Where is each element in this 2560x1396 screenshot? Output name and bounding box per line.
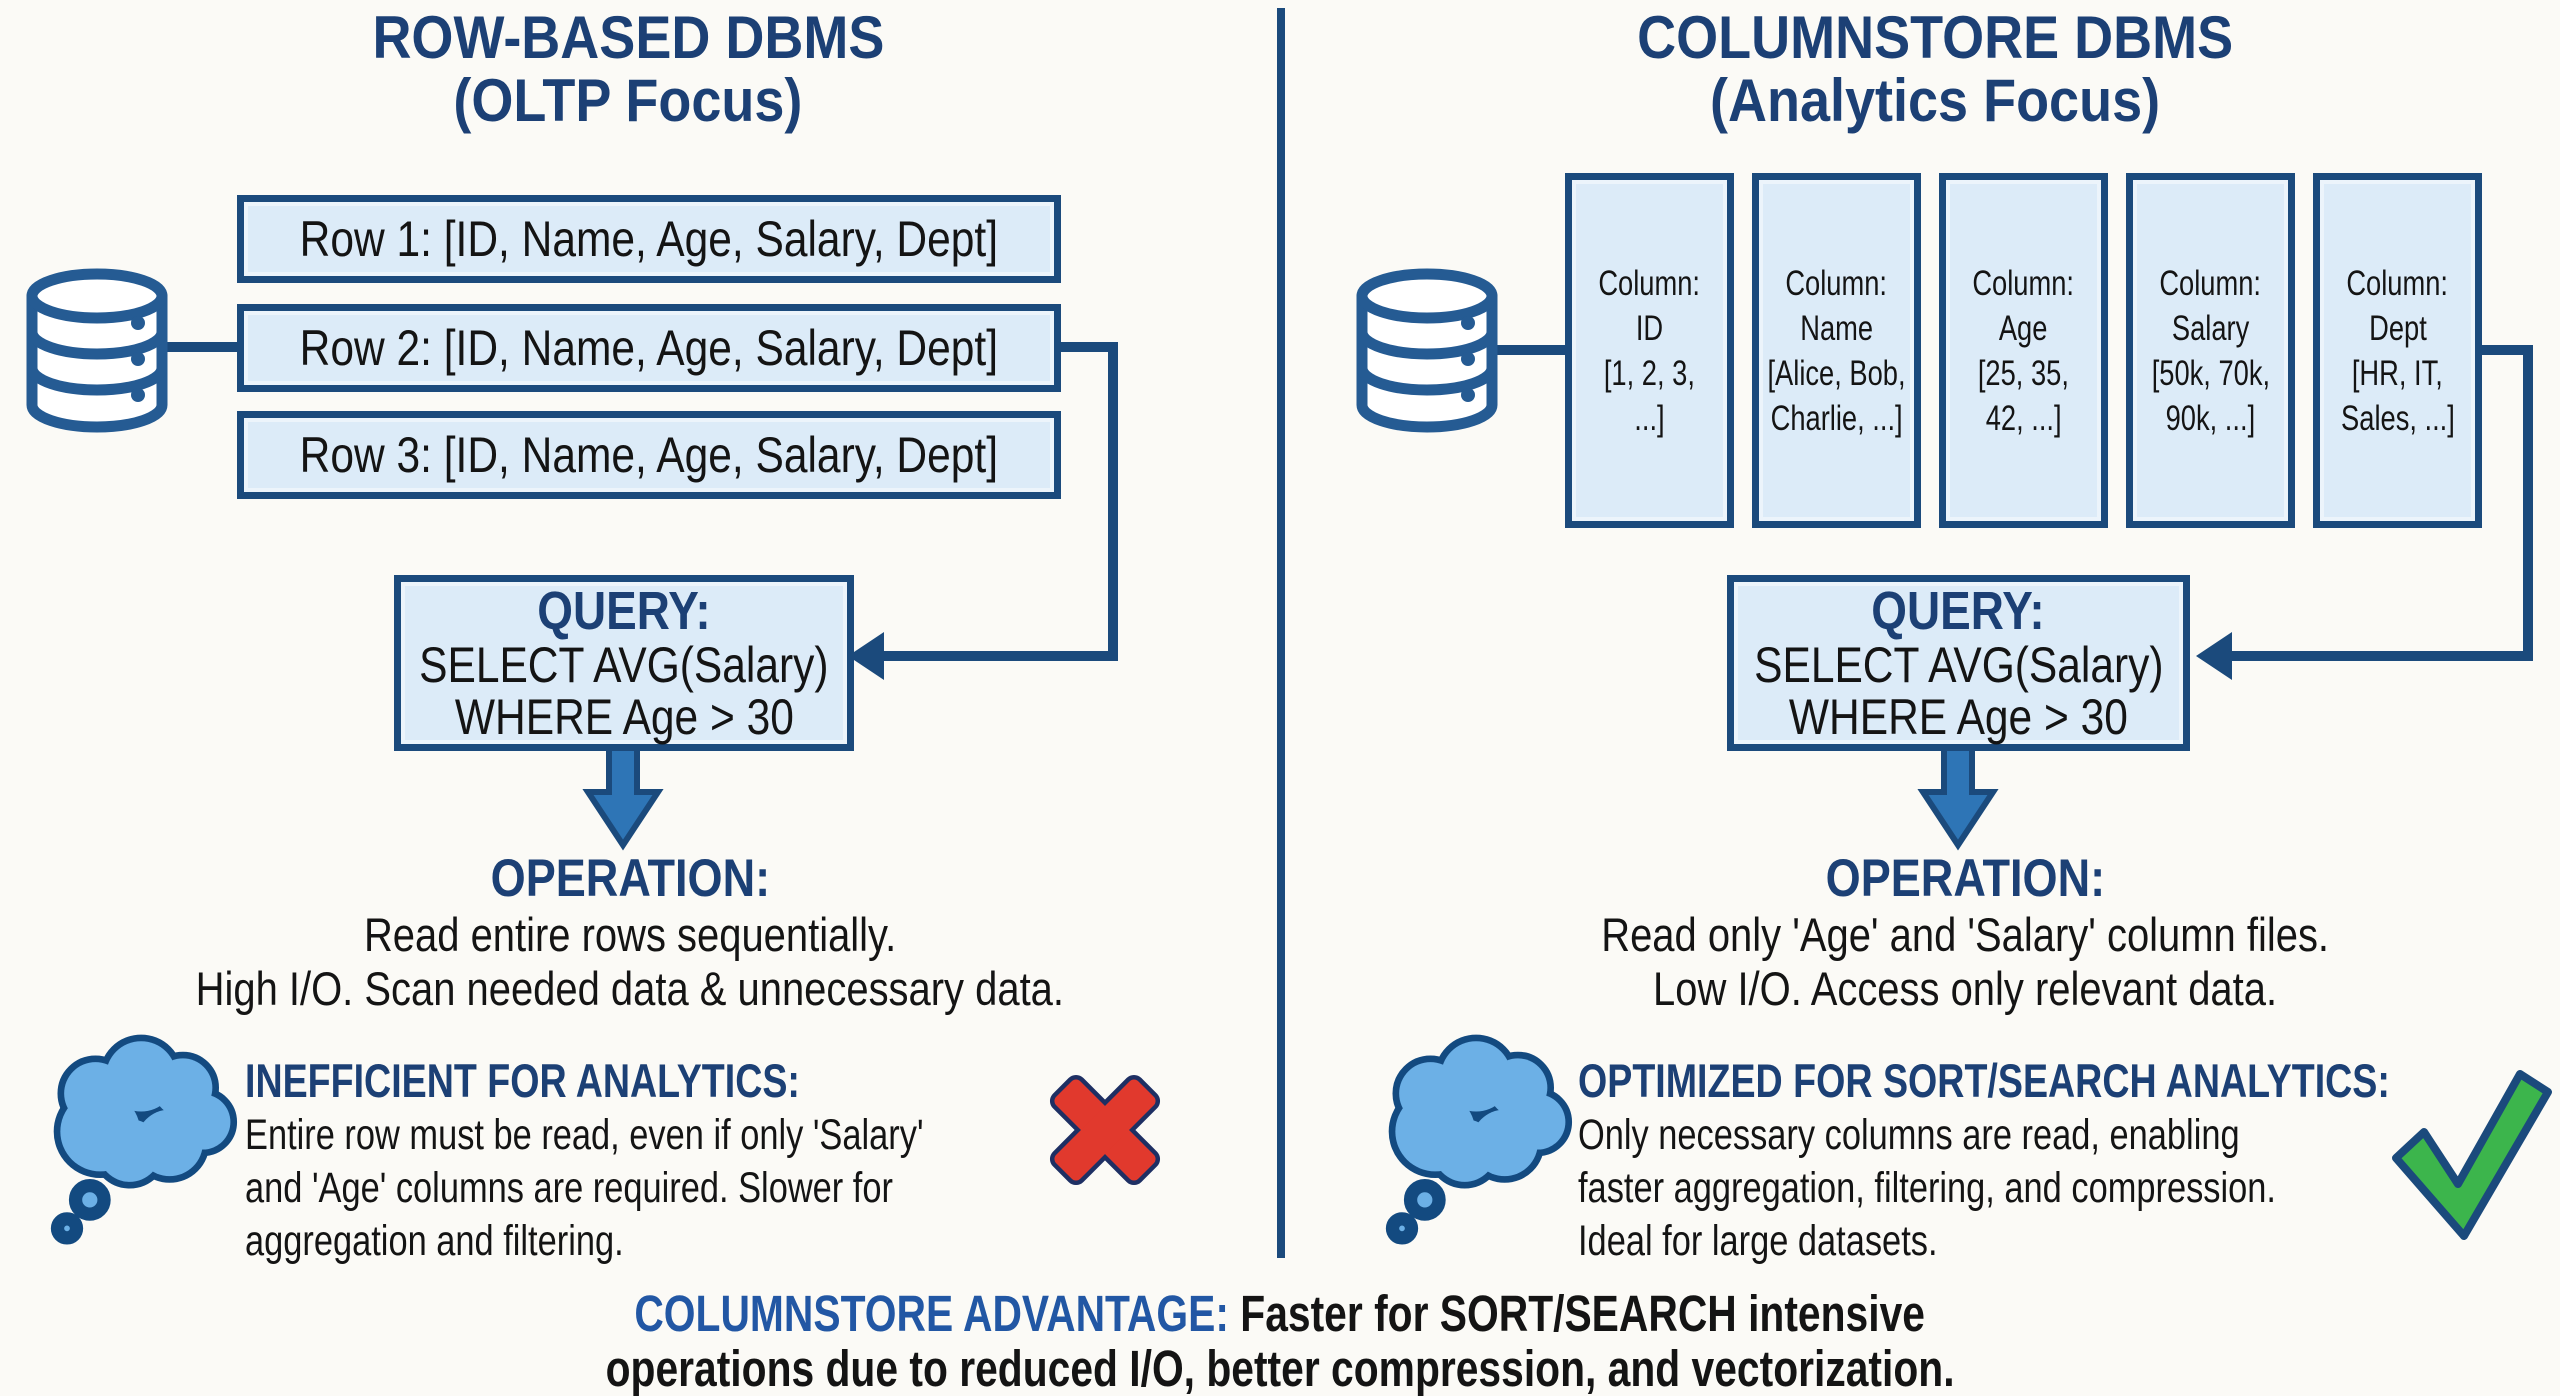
column-salary-line3: [50k, 70k,	[2151, 353, 2270, 393]
row-2-label: Row 2: [ID, Name, Age, Salary, Dept]	[299, 320, 999, 376]
column-name-line3: [Alice, Bob,	[1767, 353, 1906, 393]
left-verdict-line1: Entire row must be read, even if only 'S…	[245, 1111, 924, 1159]
column-box-dept: Column: Dept [HR, IT, Sales, ...]	[2313, 173, 2482, 528]
column-dept-line2: Dept	[2368, 308, 2427, 348]
down-arrow-icon	[582, 745, 664, 851]
left-query-line1: SELECT AVG(Salary)	[419, 637, 829, 693]
right-verdict-line2: faster aggregation, filtering, and compr…	[1578, 1164, 2276, 1212]
row-1-label: Row 1: [ID, Name, Age, Salary, Dept]	[299, 211, 999, 267]
column-id-line1: Column:	[1598, 263, 1701, 303]
footer-advantage-label: COLUMNSTORE ADVANTAGE:	[634, 1285, 1230, 1342]
column-dept-line1: Column:	[2346, 263, 2449, 303]
column-age-line1: Column:	[1972, 263, 2075, 303]
column-age-line4: 42, ...]	[1985, 398, 2062, 438]
connector-dept-to-query	[2232, 345, 2533, 661]
left-title-line1: ROW-BASED DBMS	[372, 4, 884, 71]
right-query-heading: QUERY:	[1871, 581, 2046, 641]
column-dept-line3: [HR, IT,	[2351, 353, 2444, 393]
left-verdict-line2: and 'Age' columns are required. Slower f…	[245, 1164, 893, 1212]
right-verdict-line1: Only necessary columns are read, enablin…	[1578, 1111, 2240, 1159]
column-name-line1: Column:	[1785, 263, 1888, 303]
right-panel-title: COLUMNSTORE DBMS (Analytics Focus)	[1485, 6, 2385, 132]
footer-advantage: COLUMNSTORE ADVANTAGE: Faster for SORT/S…	[280, 1286, 2280, 1396]
left-operation: OPERATION: Read entire rows sequentially…	[80, 850, 1180, 1016]
left-verdict-line3: aggregation and filtering.	[245, 1217, 624, 1265]
column-id-line3: [1, 2, 3,	[1603, 353, 1696, 393]
left-title-line2: (OLTP Focus)	[453, 67, 803, 134]
left-arrowhead-icon	[2196, 632, 2232, 680]
column-box-salary: Column: Salary [50k, 70k, 90k, ...]	[2126, 173, 2295, 528]
left-query-heading: QUERY:	[537, 581, 711, 641]
row-box-2: Row 2: [ID, Name, Age, Salary, Dept]	[237, 304, 1061, 392]
checkmark-icon	[2392, 1070, 2552, 1240]
column-name-line2: Name	[1800, 308, 1873, 348]
right-verdict-line3: Ideal for large datasets.	[1578, 1217, 1938, 1265]
left-operation-line1: Read entire rows sequentially.	[363, 908, 897, 961]
right-query-box: QUERY: SELECT AVG(Salary) WHERE Age > 30	[1727, 575, 2190, 751]
right-operation: OPERATION: Read only 'Age' and 'Salary' …	[1415, 850, 2515, 1016]
row-box-3: Row 3: [ID, Name, Age, Salary, Dept]	[237, 411, 1061, 499]
down-arrow-icon	[1917, 745, 1999, 851]
row-box-1: Row 1: [ID, Name, Age, Salary, Dept]	[237, 195, 1061, 283]
right-query-line1: SELECT AVG(Salary)	[1753, 637, 2164, 693]
column-age-line2: Age	[1999, 308, 2048, 348]
database-icon	[1362, 274, 1492, 427]
right-title-line1: COLUMNSTORE DBMS	[1636, 4, 2233, 71]
thought-cloud-icon	[1393, 1041, 1566, 1238]
left-query-line2: WHERE Age > 30	[454, 689, 794, 745]
column-salary-line4: 90k, ...]	[2165, 398, 2256, 438]
right-query-line2: WHERE Age > 30	[1789, 689, 2128, 745]
right-operation-line2: Low I/O. Access only relevant data.	[1652, 962, 2277, 1015]
left-panel-title: ROW-BASED DBMS (OLTP Focus)	[178, 6, 1078, 132]
footer-advantage-line2: operations due to reduced I/O, better co…	[605, 1340, 1955, 1396]
right-title-line2: (Analytics Focus)	[1709, 67, 2161, 134]
panel-divider	[1277, 8, 1285, 1258]
column-salary-line2: Salary	[2171, 308, 2250, 348]
column-box-id: Column: ID [1, 2, 3, ...]	[1565, 173, 1734, 528]
row-3-label: Row 3: [ID, Name, Age, Salary, Dept]	[299, 427, 999, 483]
database-icon	[32, 274, 162, 427]
left-verdict: INEFFICIENT FOR ANALYTICS: Entire row mu…	[245, 1052, 1065, 1268]
connector-row2-to-query	[884, 342, 1118, 661]
column-box-name: Column: Name [Alice, Bob, Charlie, ...]	[1752, 173, 1921, 528]
left-query-box: QUERY: SELECT AVG(Salary) WHERE Age > 30	[394, 575, 854, 751]
column-id-line2: ID	[1635, 308, 1664, 348]
right-operation-heading: OPERATION:	[1825, 849, 2105, 908]
right-verdict: OPTIMIZED FOR SORT/SEARCH ANALYTICS: Onl…	[1578, 1052, 2478, 1268]
right-verdict-heading: OPTIMIZED FOR SORT/SEARCH ANALYTICS:	[1578, 1054, 2390, 1107]
left-arrowhead-icon	[848, 632, 884, 680]
right-operation-line1: Read only 'Age' and 'Salary' column file…	[1601, 908, 2329, 961]
column-id-line4: ...]	[1634, 398, 1665, 438]
column-age-line3: [25, 35,	[1977, 353, 2070, 393]
thought-cloud-icon	[58, 1041, 231, 1238]
column-name-line4: Charlie, ...]	[1770, 398, 1903, 438]
left-operation-heading: OPERATION:	[490, 849, 770, 908]
column-box-age: Column: Age [25, 35, 42, ...]	[1939, 173, 2108, 528]
left-verdict-heading: INEFFICIENT FOR ANALYTICS:	[245, 1054, 800, 1107]
left-operation-line2: High I/O. Scan needed data & unnecessary…	[195, 962, 1065, 1015]
footer-advantage-line1: Faster for SORT/SEARCH intensive	[1240, 1285, 1926, 1342]
column-salary-line1: Column:	[2159, 263, 2262, 303]
column-dept-line4: Sales, ...]	[2340, 398, 2455, 438]
